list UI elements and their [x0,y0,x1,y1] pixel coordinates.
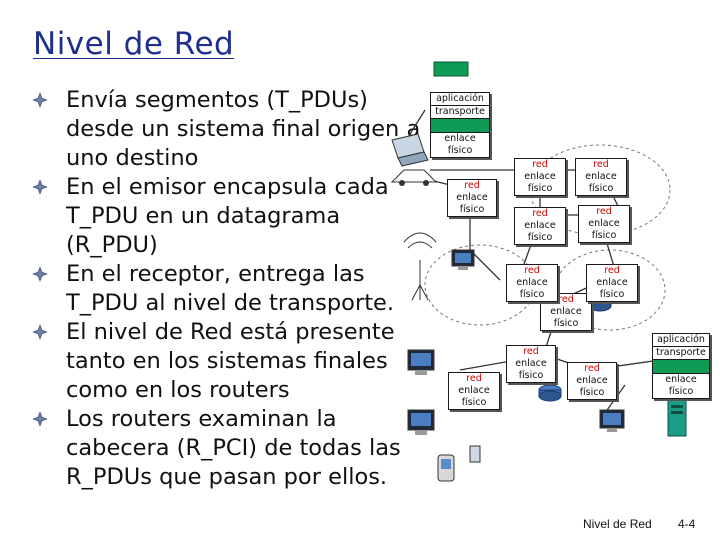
physical-layer-label: físico [588,183,614,194]
router-protocol-stack: red enlace físico [447,179,497,217]
desktop-computer-icon [407,349,435,375]
link-layer-label: enlace [596,277,628,288]
end-system-protocol-stack: aplicación transporte . enlace físico [430,92,490,158]
diamond-bullet-icon [32,266,48,282]
router-protocol-stack: red enlace físico [506,264,558,302]
app-layer-label: aplicación [431,93,489,106]
physical-layer-label: físico [447,145,473,156]
router-protocol-stack: red enlace físico [567,362,617,400]
bullet-item: Envía segmentos (T_PDUs) desde un sistem… [32,86,422,173]
desktop-computer-icon [599,409,625,432]
router-protocol-stack: red enlace físico [586,264,638,302]
router-protocol-stack: red enlace físico [514,158,566,196]
link-layer-label: enlace [524,171,556,182]
router-protocol-stack: red enlace físico [506,345,556,383]
diamond-bullet-icon [32,324,48,340]
link-layer-label: enlace [588,218,620,229]
diamond-bullet-icon [32,411,48,427]
desktop-computer-icon [451,249,475,270]
laptop-icon [391,133,429,167]
link-layer-label: enlace [458,385,490,396]
network-layer-label: red [532,208,548,219]
link-layer-label: enlace [550,306,582,317]
antenna-icon [403,232,437,301]
bullet-text: Envía segmentos (T_PDUs) desde un sistem… [66,87,421,171]
physical-layer-label: físico [668,386,694,397]
bullet-item: El nivel de Red está presente tanto en l… [32,318,422,405]
physical-layer-label: físico [461,397,487,408]
transport-layer-label: transporte [653,347,709,360]
bullet-list: Envía segmentos (T_PDUs) desde un sistem… [32,86,422,492]
end-system-protocol-stack: aplicación transporte . enlace físico [652,333,710,399]
footer-section-label: Nivel de Red [583,517,652,531]
server-icon [667,399,687,437]
pda-icon [469,445,481,463]
physical-layer-label: físico [599,289,625,300]
network-layer-label: red [558,294,574,305]
bullet-text: En el emisor encapsula cada T_PDU en un … [66,174,389,258]
header-block [433,61,469,77]
physical-layer-label: físico [591,230,617,241]
network-layer-label: red [464,180,480,191]
router-icon [538,384,562,402]
bullet-text: El nivel de Red está presente tanto en l… [66,319,395,403]
physical-layer-label: físico [519,289,545,300]
bullet-text: Los routers examinan la cabecera (R_PCI)… [66,406,401,490]
app-layer-label: aplicación [653,334,709,347]
network-layer-label: red [532,159,548,170]
network-layer-label: red [584,363,600,374]
physical-layer-label: físico [459,204,485,215]
router-protocol-stack: red enlace físico [448,372,500,410]
link-layer-label: enlace [456,192,488,203]
link-layer-label: enlace [524,220,556,231]
link-layer-label: enlace [576,375,608,386]
physical-layer-label: físico [553,318,579,329]
bullet-item: Los routers examinan la cabecera (R_PCI)… [32,405,422,492]
link-layer-label: enlace [515,358,547,369]
link-layer-label: enlace [665,374,697,385]
network-layer-label: red [596,206,612,217]
diamond-bullet-icon [32,179,48,195]
network-layer-highlight: . [431,119,489,133]
physical-layer-label: físico [527,232,553,243]
network-layer-label: red [524,265,540,276]
router-protocol-stack: red enlace físico [575,158,627,196]
network-layer-label: red [604,265,620,276]
physical-layer-label: físico [527,183,553,194]
bullet-item: En el receptor, entrega las T_PDU al niv… [32,260,422,318]
desktop-computer-icon [407,409,435,435]
network-layer-label: red [466,373,482,384]
page-number: 4-4 [678,517,696,531]
car-icon [390,169,438,186]
transport-layer-label: transporte [431,106,489,119]
network-layer-label: red [523,346,539,357]
handheld-device-icon [437,454,455,482]
bullet-text: En el receptor, entrega las T_PDU al niv… [66,261,395,316]
network-layer-highlight: . [653,360,709,374]
diamond-bullet-icon [32,92,48,108]
physical-layer-label: físico [518,370,544,381]
router-protocol-stack: red enlace físico [578,205,630,243]
bullet-item: En el emisor encapsula cada T_PDU en un … [32,173,422,260]
physical-layer-label: físico [579,387,605,398]
link-layer-label: enlace [516,277,548,288]
page-title: Nivel de Red [33,26,235,62]
router-protocol-stack: red enlace físico [514,207,566,245]
link-layer-label: enlace [444,133,476,144]
link-layer-label: enlace [585,171,617,182]
network-layer-label: red [593,159,609,170]
